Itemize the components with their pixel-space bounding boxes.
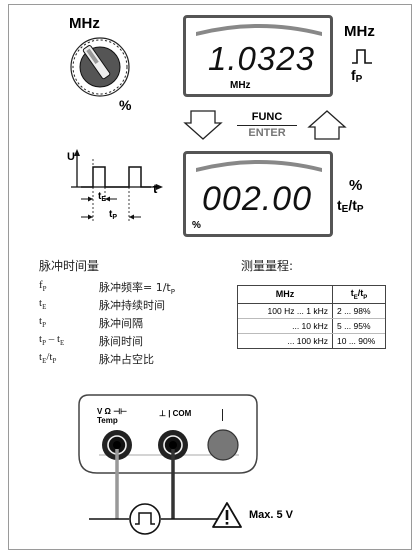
input-sockets [102,429,239,461]
display-bottom: 002.00 % [183,151,333,237]
range-header-row: MHz tE/tP [238,286,385,304]
key-divider [237,125,297,126]
legend-symbol: tE/tP [39,351,57,366]
legend-symbol: tE [39,297,47,312]
pulse-tp-label: tP [109,209,118,221]
legend-text: 脉冲持续时间 [99,299,165,312]
ground-icon: ⊥ [159,409,166,418]
dial-mode-label: MHz [69,15,100,32]
range-table: MHz tE/tP 100 Hz ... 1 kHz 2 ... 98% ...… [237,285,386,349]
enter-label: ENTER [248,127,286,139]
socket-com[interactable] [158,430,188,460]
warning-text: Max. 5 V [249,509,294,521]
socket-com-label: ⊥ | COM [159,409,192,418]
pulse-timing-diagram [71,149,163,221]
range-header-mhz: MHz [238,286,333,304]
right-top-unit: MHz [344,23,375,40]
legend-item: tP 脉冲间隔 [39,315,239,331]
arrow-up-icon [307,110,347,140]
display-bottom-reading: 002.00 [202,180,312,218]
range-ratio: 2 ... 98% [332,303,385,319]
socket-left-label-line1: V Ω [97,407,111,416]
legend-item: tP – tE 脉间时间 [39,333,239,349]
right-top-param: fP [351,67,363,85]
bargraph-arc-icon [196,24,322,36]
right-bottom-unit: % [349,177,363,194]
right-bottom-param: tE/tP [337,197,364,215]
manual-page: MHz % 1.0323 MHz MHz fP FUNC ENTER [8,4,412,550]
legend-symbol: tP – tE [39,333,65,348]
legend-item: tE 脉冲持续时间 [39,297,239,313]
pulse-wave-icon [352,49,372,64]
legend-symbol: tP [39,315,46,330]
display-bottom-unit: % [192,220,201,231]
func-enter-key[interactable]: FUNC ENTER [231,109,303,141]
pulse-te-label: tE [98,191,107,203]
range-title: 测量量程: [241,259,294,273]
range-header-ratio: tE/tP [332,286,385,304]
com-text: COM [172,409,192,418]
range-freq: ... 10 kHz [238,318,333,334]
legend-symbol: fP [39,279,47,294]
table-row: ... 100 kHz 10 ... 90% [238,333,385,348]
dial-percent-label: % [119,97,132,113]
arrow-down-icon [183,110,223,140]
legend-text: 脉冲间隔 [99,317,143,330]
range-freq: 100 Hz ... 1 kHz [238,303,333,319]
legend-item: fP 脉冲频率= 1/tP [39,279,239,297]
range-ratio: 10 ... 90% [337,335,376,346]
socket-right-marker [222,409,223,421]
rotary-switch-icon[interactable] [67,35,137,101]
pulse-y-label: U [67,151,75,163]
legend-text: 脉冲占空比 [99,353,154,366]
socket-left-label-line2: Temp [97,416,118,425]
signal-source [89,503,229,535]
pulse-t-label: t [153,181,158,196]
display-top: 1.0323 MHz [183,15,333,97]
socket-current[interactable] [207,429,239,461]
legend-title: 脉冲时间量 [39,259,100,273]
func-label: FUNC [251,111,283,123]
pulse-source-icon [129,503,161,535]
test-leads [115,449,175,519]
socket-left-label: V Ω ⊣⊢ Temp [97,407,128,425]
legend-text: 脉冲频率= 1/tP [99,281,175,297]
warning-triangle-icon [212,502,242,528]
range-freq: ... 100 kHz [238,333,333,348]
range-ratio: 5 ... 95% [332,318,385,334]
display-top-reading: 1.0323 [208,40,315,77]
legend-text: 脉间时间 [99,335,143,348]
bargraph-arc-icon [196,160,322,172]
display-top-unit: MHz [230,80,251,91]
table-row: 100 Hz ... 1 kHz 2 ... 98% [238,303,385,319]
table-row: ... 10 kHz 5 ... 95% [238,318,385,334]
legend-item: tE/tP 脉冲占空比 [39,351,239,367]
